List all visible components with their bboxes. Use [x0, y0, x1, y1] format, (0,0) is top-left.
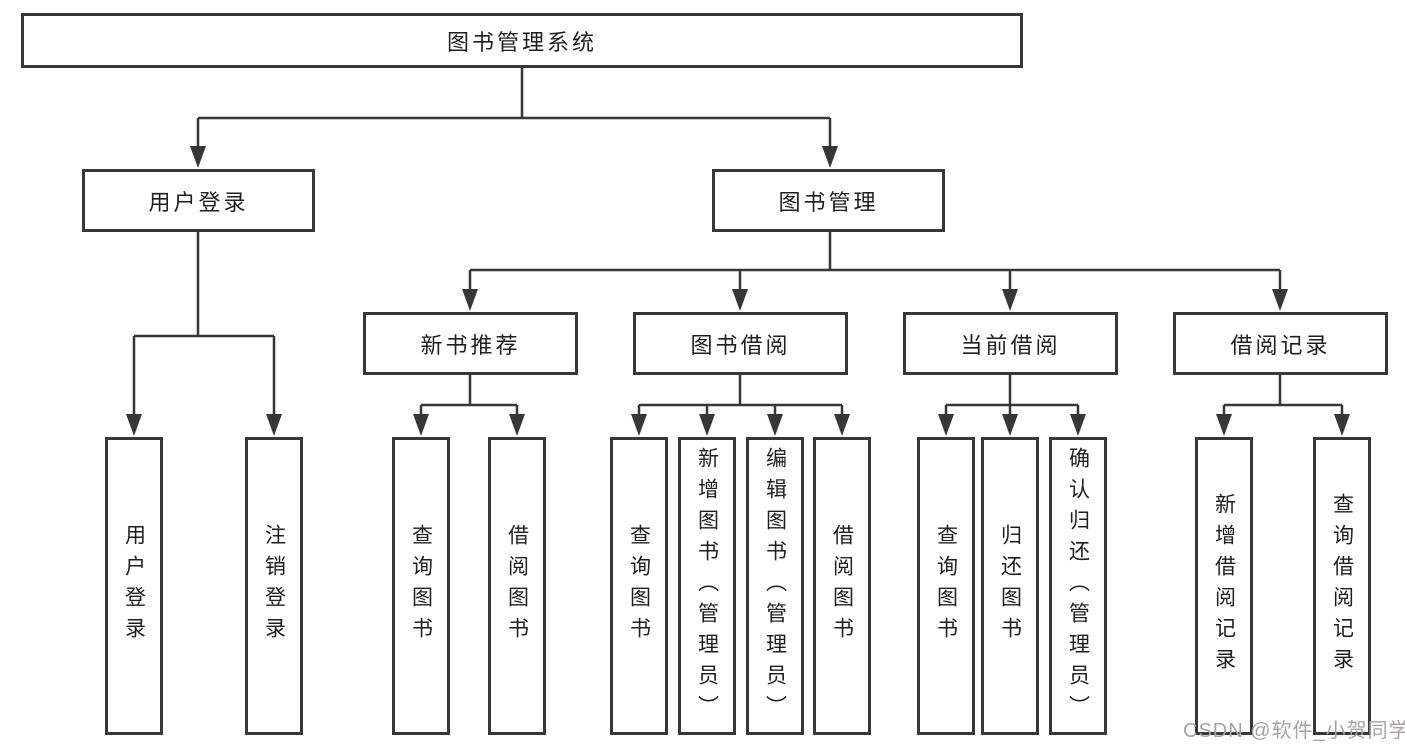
leaf-logout: 注销登录	[245, 437, 303, 735]
csdn-watermark: CSDN @软件_小贺同学	[1183, 720, 1405, 742]
node-label: 查询图书	[934, 524, 958, 648]
leaf-query-books-current: 查询图书	[917, 437, 975, 735]
leaf-query-books-recommend: 查询图书	[392, 437, 450, 735]
node-label: 查询借阅记录	[1330, 493, 1354, 679]
node-label: 归还图书	[998, 524, 1022, 648]
leaf-add-borrow-record: 新增借阅记录	[1195, 437, 1253, 735]
node-label: 当前借阅	[960, 332, 1061, 358]
arrowheads	[126, 146, 1350, 436]
node-label: 借阅图书	[505, 524, 529, 648]
node-label: 新书推荐	[420, 332, 521, 358]
node-label: 新增借阅记录	[1212, 493, 1236, 679]
node-book-management: 图书管理	[712, 169, 945, 232]
node-book-borrow: 图书借阅	[633, 312, 848, 375]
node-new-book-recommend: 新书推荐	[363, 312, 578, 375]
node-borrow-records: 借阅记录	[1173, 312, 1388, 375]
leaf-query-books-borrow: 查询图书	[610, 437, 668, 735]
node-label: 借阅图书	[830, 524, 854, 648]
leaf-borrow-books-recommend: 借阅图书	[488, 437, 546, 735]
node-label: 图书管理系统	[446, 29, 597, 55]
node-label: 查询图书	[409, 524, 433, 648]
node-label: 编辑图书（管理员）	[763, 446, 787, 726]
node-label: 新增图书（管理员）	[695, 446, 719, 726]
node-label: 用户登录	[122, 524, 146, 648]
node-label: 注销登录	[262, 524, 286, 648]
connector-lines	[132, 68, 1344, 415]
node-label: 查询图书	[627, 524, 651, 648]
node-current-borrow: 当前借阅	[903, 312, 1118, 375]
node-label: 确认归还（管理员）	[1066, 446, 1090, 726]
leaf-user-login: 用户登录	[105, 437, 163, 735]
leaf-return-books: 归还图书	[981, 437, 1039, 735]
node-root: 图书管理系统	[21, 13, 1023, 68]
node-label: 用户登录	[148, 189, 249, 215]
leaf-edit-books-admin: 编辑图书（管理员）	[746, 437, 804, 735]
leaf-query-borrow-record: 查询借阅记录	[1313, 437, 1371, 735]
leaf-confirm-return-admin: 确认归还（管理员）	[1049, 437, 1107, 735]
node-label: 图书管理	[778, 189, 879, 215]
node-label: 借阅记录	[1230, 332, 1331, 358]
node-label: 图书借阅	[690, 332, 791, 358]
leaf-borrow-books: 借阅图书	[813, 437, 871, 735]
node-user-login: 用户登录	[82, 169, 315, 232]
leaf-add-books-admin: 新增图书（管理员）	[678, 437, 736, 735]
